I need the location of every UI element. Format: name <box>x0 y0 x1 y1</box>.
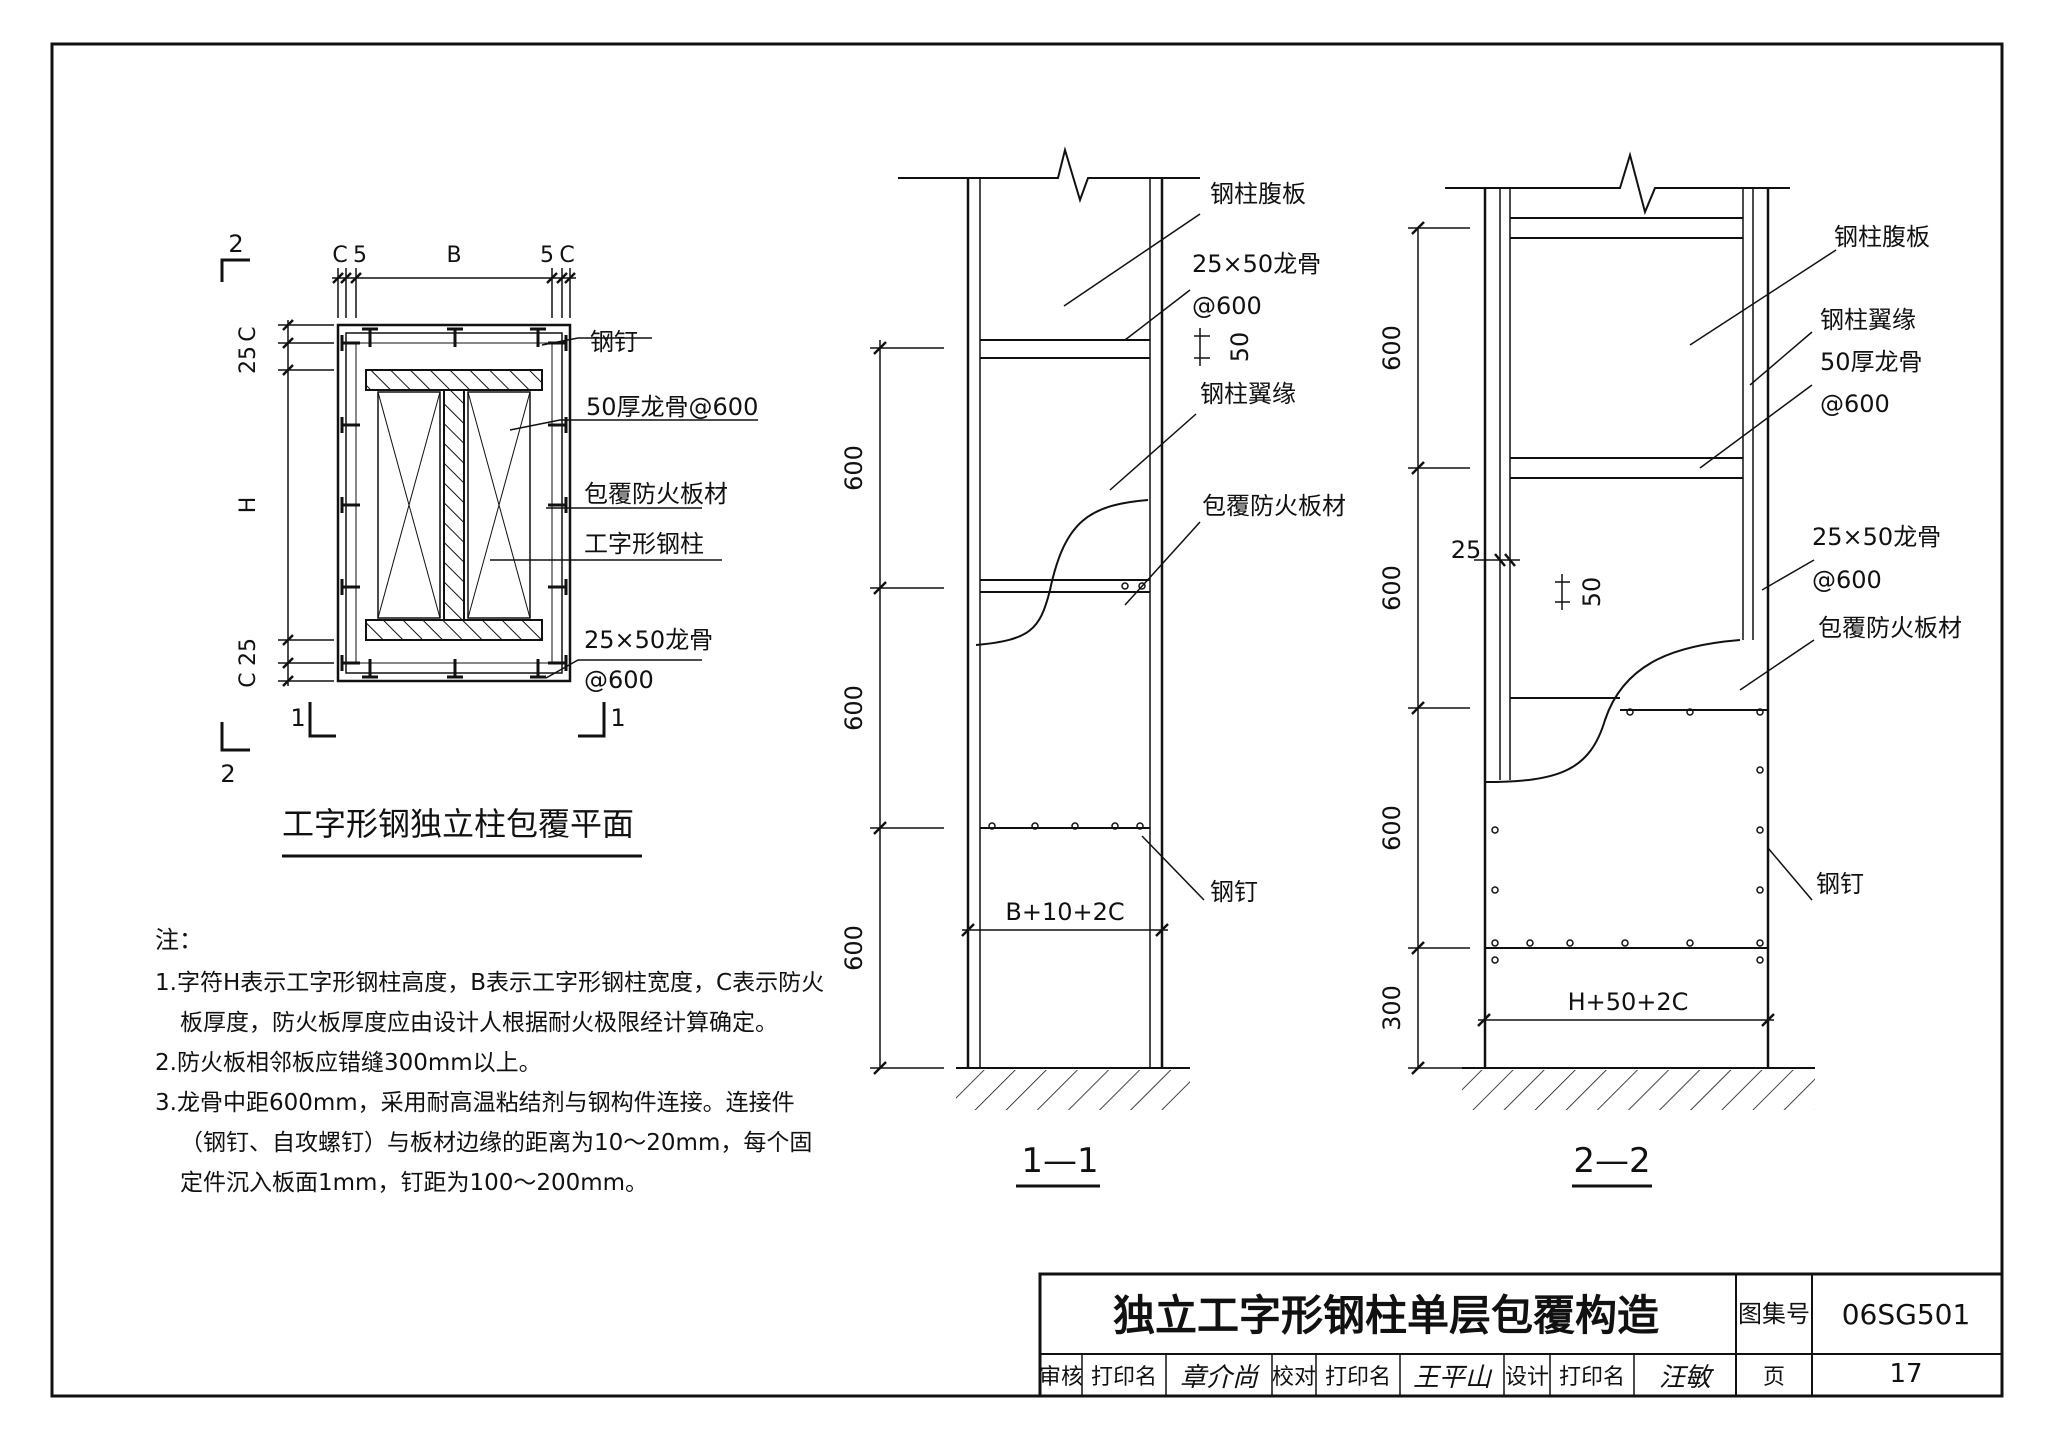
s11-board-cut <box>975 499 1149 646</box>
plan-section-mark-1-left: 1 <box>290 704 305 732</box>
tb-check: 校对 <box>1272 1365 1316 1390</box>
plan-dim-25-bottom: 25 <box>236 638 261 666</box>
plan-dim-25-top: 25 <box>236 346 261 374</box>
plan-section-mark-2-top: 2 <box>228 230 243 258</box>
plan-label-spacing: @600 <box>584 666 654 694</box>
note-line-2: 板厚度，防火板厚度应由设计人根据耐火极限经计算确定。 <box>180 1010 778 1036</box>
plan-board-outline <box>336 323 572 683</box>
s22-label-nail: 钢钉 <box>1816 870 1864 898</box>
s11-width-dim: B+10+2C <box>1005 898 1124 926</box>
tb-page-number: 17 <box>1889 1359 1922 1389</box>
tb-print-2: 打印名 <box>1325 1365 1391 1390</box>
s11-dim-600-a: 600 <box>840 445 868 491</box>
s11-title: 1—1 <box>1021 1141 1098 1181</box>
plan-label-board: 包覆防火板材 <box>584 480 728 508</box>
note-line-6: 定件沉入板面1mm，钉距为100～200mm。 <box>180 1170 648 1196</box>
title-block: 独立工字形钢柱单层包覆构造 图集号 06SG501 审核 打印名 章介尚 校对 … <box>1038 1272 2004 1398</box>
plan-label-nail: 钢钉 <box>590 328 638 356</box>
plan-top-flange <box>365 369 543 391</box>
plan-dim-c-top: C <box>236 326 261 341</box>
plan-dim-c-bottom: C <box>236 672 261 687</box>
notes-block: 注： 1.字符H表示工字形钢柱高度，B表示工字形钢柱宽度，C表示防火 板厚度，防… <box>155 926 824 1196</box>
note-line-4: 3.龙骨中距600mm，采用耐高温粘结剂与钢构件连接。连接件 <box>155 1090 795 1116</box>
plan-dim-c-right: C <box>559 243 574 268</box>
s22-title: 2—2 <box>1573 1141 1650 1181</box>
s11-label-flange: 钢柱翼缘 <box>1200 380 1296 408</box>
s22-dim-300: 300 <box>1378 985 1406 1031</box>
s11-label-nail: 钢钉 <box>1210 878 1258 906</box>
s22-label-keel-small: 25×50龙骨 <box>1812 523 1941 551</box>
plan-dim-b: B <box>446 243 461 268</box>
plan-dim-c-left: C <box>332 243 347 268</box>
s22-dim-50: 50 <box>1578 577 1606 608</box>
tb-print-3: 打印名 <box>1559 1365 1625 1390</box>
section-2-2: 600 600 600 300 25 50 H+50+2C 钢柱腹板 钢柱翼缘 … <box>1378 151 1962 1188</box>
plan-dim-5-left: 5 <box>353 243 367 268</box>
s22-width-dim: H+50+2C <box>1568 988 1689 1016</box>
plan-view: C 5 B 5 C C 25 H 25 C <box>220 230 758 858</box>
s11-dim-600-c: 600 <box>840 925 868 971</box>
plan-section-mark-1-right: 1 <box>610 704 625 732</box>
s22-dim-25: 25 <box>1451 536 1482 564</box>
s22-board-cut <box>1484 639 1741 783</box>
tb-signature-2: 王平山 <box>1413 1363 1493 1393</box>
s11-label-spacing: @600 <box>1192 292 1262 320</box>
plan-web <box>443 389 465 621</box>
plan-title: 工字形钢独立柱包覆平面 <box>282 805 634 843</box>
s22-dim-600-a: 600 <box>1378 325 1406 371</box>
s22-label-spacing: @600 <box>1820 390 1890 418</box>
s11-label-keel: 25×50龙骨 <box>1192 250 1321 278</box>
tb-print-1: 打印名 <box>1091 1365 1157 1390</box>
plan-dim-5-right: 5 <box>540 243 554 268</box>
s22-dim-600-c: 600 <box>1378 805 1406 851</box>
plan-dim-h: H <box>236 497 261 514</box>
tb-atlas-label: 图集号 <box>1738 1300 1810 1328</box>
note-line-1: 1.字符H表示工字形钢柱高度，B表示工字形钢柱宽度，C表示防火 <box>155 970 824 996</box>
s22-label-board: 包覆防火板材 <box>1818 614 1962 642</box>
tb-review: 审核 <box>1039 1365 1083 1390</box>
s22-label-keel: 50厚龙骨 <box>1820 348 1923 376</box>
section-1-1: 600 600 600 B+10+2C 50 钢柱腹板 25×50龙骨 @600… <box>840 146 1346 1188</box>
plan-label-keel: 50厚龙骨@600 <box>586 393 758 421</box>
s11-label-web: 钢柱腹板 <box>1210 180 1306 208</box>
s22-dim-600-b: 600 <box>1378 565 1406 611</box>
plan-label-keel-small: 25×50龙骨 <box>584 626 713 654</box>
plan-section-mark-2-bottom: 2 <box>220 760 235 788</box>
plan-label-column: 工字形钢柱 <box>584 530 704 558</box>
tb-design: 设计 <box>1505 1365 1549 1390</box>
s22-label-spacing2: @600 <box>1812 566 1882 594</box>
plan-bottom-flange <box>365 619 543 641</box>
tb-signature-3: 汪敏 <box>1659 1363 1715 1393</box>
note-line-5: （钢钉、自攻螺钉）与板材边缘的距离为10～20mm，每个固 <box>180 1130 812 1156</box>
tb-page-label: 页 <box>1763 1365 1785 1390</box>
s22-label-web: 钢柱腹板 <box>1834 223 1930 251</box>
s11-label-board: 包覆防火板材 <box>1202 492 1346 520</box>
s11-dim-50: 50 <box>1226 332 1254 363</box>
tb-atlas-number: 06SG501 <box>1842 1298 1971 1331</box>
s11-dim-600-b: 600 <box>840 685 868 731</box>
note-line-3: 2.防火板相邻板应错缝300mm以上。 <box>155 1050 542 1076</box>
tb-drawing-title: 独立工字形钢柱单层包覆构造 <box>1113 1291 1659 1340</box>
notes-heading: 注： <box>155 926 203 954</box>
s22-label-flange: 钢柱翼缘 <box>1820 306 1916 334</box>
tb-signature-1: 章介尚 <box>1180 1363 1260 1393</box>
sheet-frame <box>50 42 2004 1398</box>
